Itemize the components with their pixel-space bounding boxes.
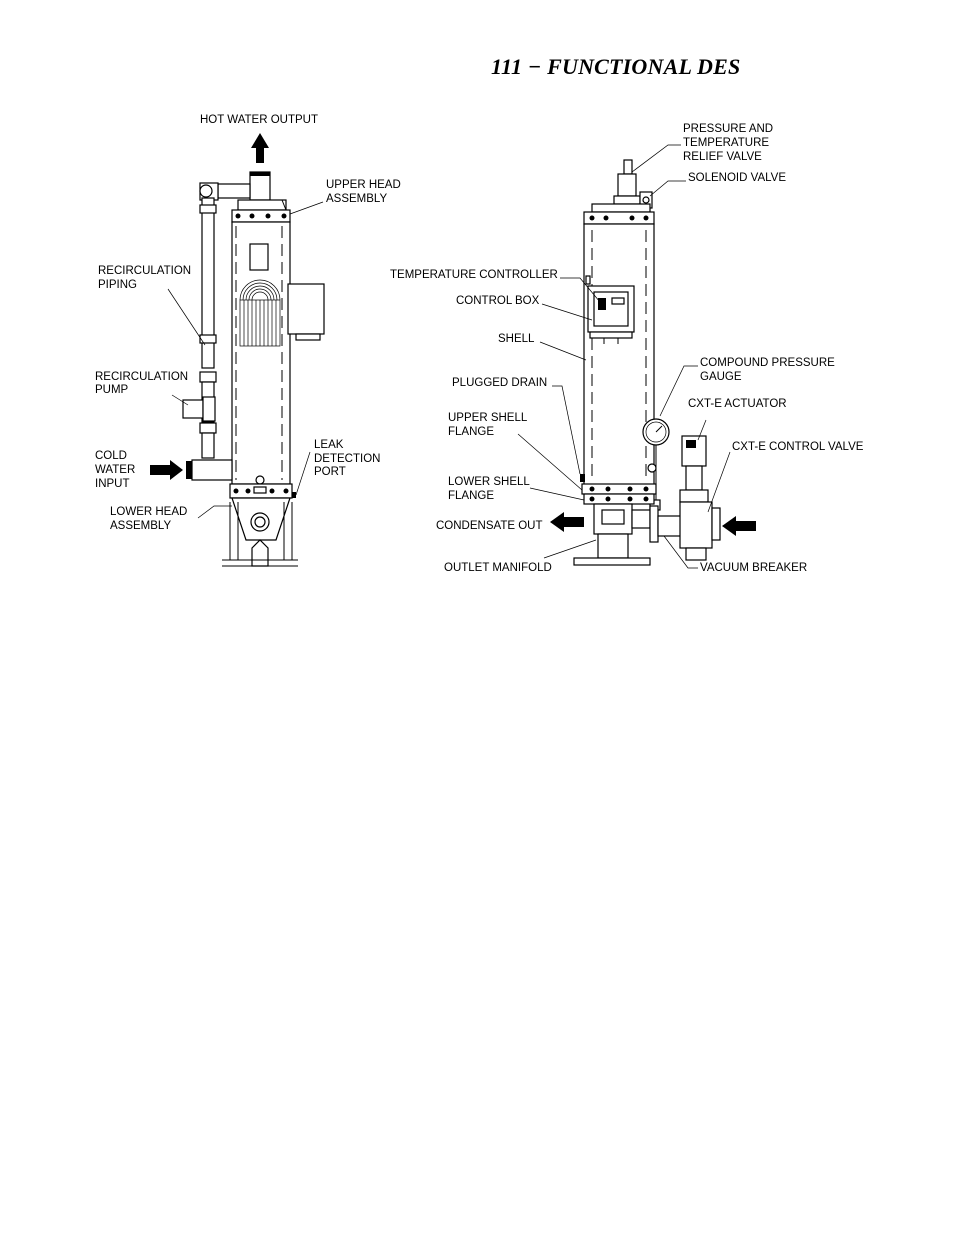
- right-upper-head: [583, 203, 655, 225]
- label-lower-head-line1: LOWER HEAD: [110, 506, 187, 518]
- page-title: 111 − FUNCTIONAL DES: [491, 54, 741, 79]
- label-outlet-manifold: OUTLET MANIFOLD: [444, 562, 552, 574]
- label-prv-line1: PRESSURE AND: [683, 123, 773, 135]
- right-lower-flanges: [581, 483, 657, 505]
- label-leak-line1: LEAK: [314, 439, 344, 451]
- plugged-drain: [580, 474, 585, 482]
- steam-inlet-arrow: [722, 516, 756, 536]
- label-cold-water-line3: INPUT: [95, 478, 130, 490]
- cxt-e-control-valve: [679, 501, 721, 561]
- right-heater-unit: PRESSURE AND TEMPERATURE RELIEF VALVE SO…: [390, 123, 864, 574]
- left-leader-lines: [167, 201, 324, 519]
- outlet-manifold: [573, 503, 683, 566]
- label-lower-head-line2: ASSEMBLY: [110, 520, 171, 532]
- right-shell: [583, 223, 655, 487]
- cold-water-input: [150, 459, 233, 481]
- label-recirc-piping-line1: RECIRCULATION: [98, 265, 191, 277]
- lower-head-assembly: [222, 483, 298, 567]
- left-heater-unit: HOT WATER OUTPUT UPPER HEAD ASSEMBLY REC…: [95, 114, 401, 567]
- label-compound-gauge-line2: GAUGE: [700, 371, 742, 383]
- label-upper-head-line1: UPPER HEAD: [326, 179, 401, 191]
- label-cxt-e-control-valve: CXT-E CONTROL VALVE: [732, 441, 864, 453]
- label-shell: SHELL: [498, 333, 535, 345]
- label-prv-line2: TEMPERATURE: [683, 137, 769, 149]
- condensate-out-arrow: [550, 512, 584, 532]
- label-lower-shell-flange-line1: LOWER SHELL: [448, 476, 530, 488]
- label-hot-water-output: HOT WATER OUTPUT: [200, 114, 318, 126]
- label-vacuum-breaker: VACUUM BREAKER: [700, 562, 807, 574]
- label-cxt-e-actuator: CXT-E ACTUATOR: [688, 398, 787, 410]
- label-recirc-pump-line2: PUMP: [95, 384, 129, 396]
- label-solenoid-valve: SOLENOID VALVE: [688, 172, 786, 184]
- label-leak-line3: PORT: [314, 466, 346, 478]
- right-leader-lines: [517, 144, 731, 569]
- label-recirc-pump-line1: RECIRCULATION: [95, 371, 188, 383]
- label-plugged-drain: PLUGGED DRAIN: [452, 377, 547, 389]
- label-upper-shell-flange-line2: FLANGE: [448, 426, 494, 438]
- label-upper-head-line2: ASSEMBLY: [326, 193, 387, 205]
- label-prv-line3: RELIEF VALVE: [683, 151, 762, 163]
- left-control-box: [287, 283, 325, 341]
- pressure-temperature-relief-valve: [613, 159, 641, 205]
- right-control-box: [587, 285, 635, 344]
- label-compound-gauge-line1: COMPOUND PRESSURE: [700, 357, 835, 369]
- label-lower-shell-flange-line2: FLANGE: [448, 490, 494, 502]
- label-cold-water-line1: COLD: [95, 450, 127, 462]
- label-upper-shell-flange-line1: UPPER SHELL: [448, 412, 528, 424]
- compound-pressure-gauge: [642, 418, 670, 511]
- hot-water-output-arrow: [251, 133, 269, 163]
- left-shell: [231, 221, 291, 485]
- label-leak-line2: DETECTION: [314, 453, 380, 465]
- label-recirc-piping-line2: PIPING: [98, 279, 137, 291]
- cxt-e-actuator: [679, 435, 709, 503]
- label-control-box: CONTROL BOX: [456, 295, 540, 307]
- label-cold-water-line2: WATER: [95, 464, 135, 476]
- label-condensate-out: CONDENSATE OUT: [436, 520, 543, 532]
- upper-head-assembly: [199, 171, 291, 223]
- label-temperature-controller: TEMPERATURE CONTROLLER: [390, 269, 558, 281]
- recirculation-pump: [182, 396, 216, 422]
